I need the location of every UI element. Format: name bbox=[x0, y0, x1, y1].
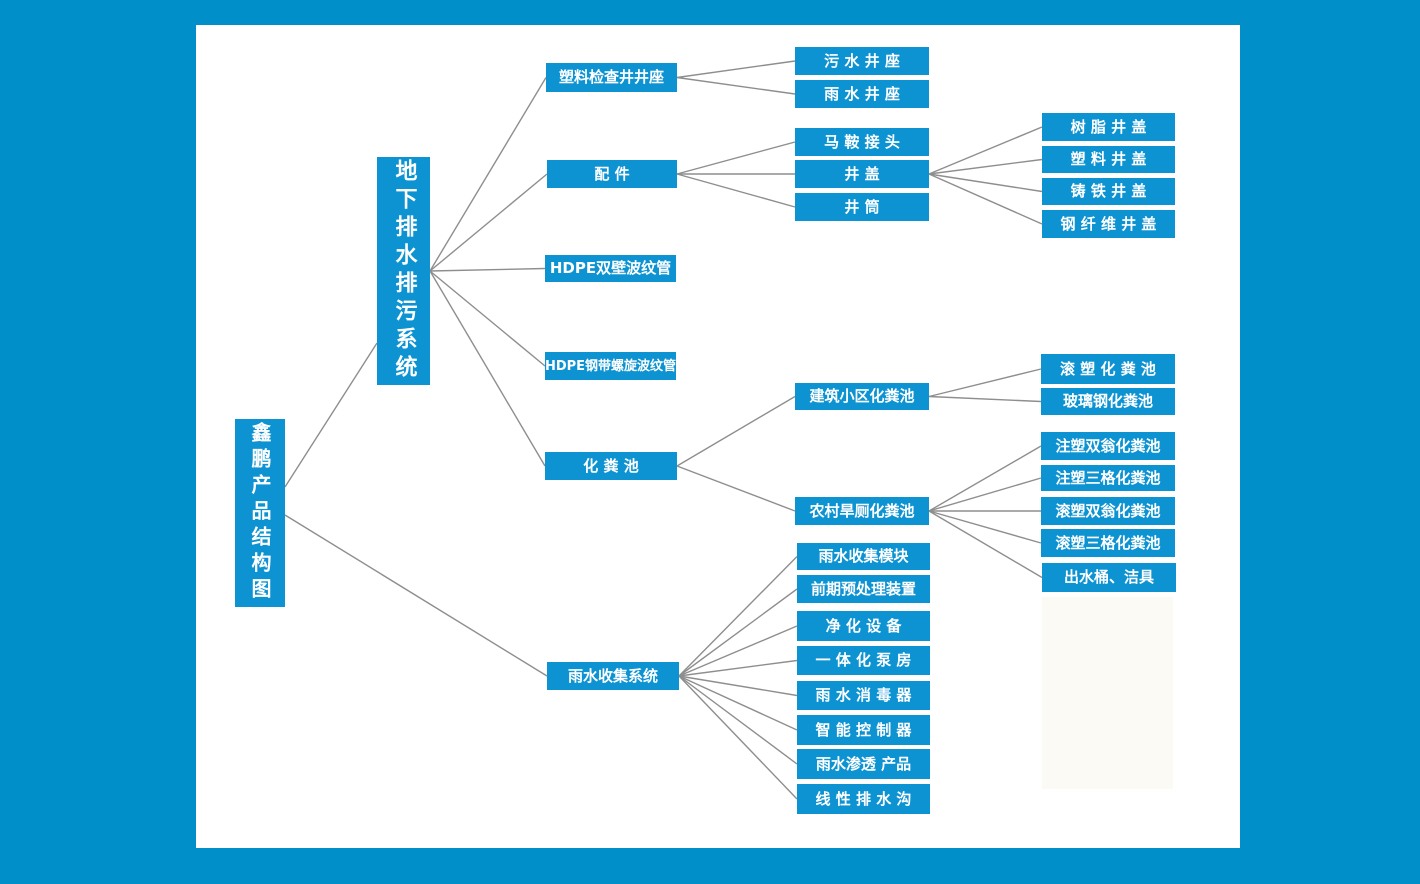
diagram-canvas: 鑫鹏产品结构图 地下排水排污系统 塑料检查井井座配 件 HDPE双壁波纹管 HDPE钢带… bbox=[196, 25, 1240, 848]
diagram-node-gai4: 钢 纤 维 井 盖 bbox=[1042, 210, 1175, 238]
connector-underground-hdpe2 bbox=[429, 270, 546, 367]
connector-yushou-rain6 bbox=[678, 675, 798, 731]
connector-yushou-rain8 bbox=[678, 675, 798, 800]
diagram-node-rain4: 一 体 化 泵 房 bbox=[797, 646, 930, 675]
diagram-node-hfc3: 注塑双翁化粪池 bbox=[1041, 432, 1175, 460]
connector-underground-peijian bbox=[429, 173, 548, 272]
diagram-node-hdpe2: HDPE钢带螺旋波纹管 bbox=[545, 352, 676, 380]
connector-huafenchi-nongcun bbox=[676, 465, 796, 512]
connector-jianzhu-hfc2 bbox=[928, 395, 1042, 403]
connector-yushou-rain5 bbox=[678, 675, 798, 697]
diagram-node-nongcun: 农村旱厕化粪池 bbox=[795, 497, 929, 525]
diagram-node-hfc1: 滚 塑 化 粪 池 bbox=[1041, 354, 1175, 384]
connector-yushou-rain1 bbox=[678, 556, 798, 677]
diagram-node-jianchajing: 塑料检查井井座 bbox=[546, 63, 677, 92]
diagram-node-rain6: 智 能 控 制 器 bbox=[797, 715, 930, 745]
connector-nongcun-hfc6 bbox=[928, 510, 1042, 544]
connector-jinggai-gai3 bbox=[928, 173, 1043, 193]
connector-underground-jianchajing bbox=[429, 77, 547, 272]
diagram-node-hfc4: 注塑三格化粪池 bbox=[1041, 465, 1175, 491]
connector-jianchajing-yushui bbox=[676, 76, 796, 95]
diagram-node-maan: 马 鞍 接 头 bbox=[795, 128, 929, 156]
diagram-node-gai2: 塑 料 井 盖 bbox=[1042, 146, 1175, 173]
connector-yushou-rain3 bbox=[678, 625, 798, 677]
diagram-node-yushou: 雨水收集系统 bbox=[547, 662, 679, 690]
diagram-node-underground: 地下排水排污系统 bbox=[377, 157, 430, 385]
diagram-node-gai3: 铸 铁 井 盖 bbox=[1042, 178, 1175, 205]
diagram-node-rain7: 雨水渗透 产品 bbox=[797, 749, 930, 779]
connector-underground-hdpe1 bbox=[429, 267, 546, 272]
diagram-node-rain8: 线 性 排 水 沟 bbox=[797, 784, 930, 814]
connector-peijian-jingtong bbox=[676, 173, 796, 208]
diagram-node-huafenchi: 化 粪 池 bbox=[545, 452, 677, 480]
connector-huafenchi-jianzhu bbox=[676, 395, 796, 467]
diagram-node-rain1: 雨水收集模块 bbox=[797, 543, 930, 570]
connector-peijian-maan bbox=[676, 141, 796, 175]
connector-yushou-rain7 bbox=[678, 675, 798, 765]
connector-jinggai-gai4 bbox=[928, 173, 1043, 225]
connector-jinggai-gai2 bbox=[928, 158, 1043, 175]
connector-nongcun-hfc3 bbox=[928, 445, 1042, 512]
connector-nongcun-hfc7 bbox=[928, 510, 1043, 579]
diagram-node-wushui: 污 水 井 座 bbox=[795, 47, 929, 75]
diagram-node-rain2: 前期预处理装置 bbox=[797, 575, 930, 603]
diagram-node-jianzhu: 建筑小区化粪池 bbox=[795, 383, 929, 410]
connector-jianzhu-hfc1 bbox=[928, 368, 1042, 398]
connector-nongcun-hfc4 bbox=[928, 477, 1042, 512]
diagram-node-peijian: 配 件 bbox=[547, 160, 677, 188]
connector-underground-huafenchi bbox=[429, 270, 546, 467]
diagram-node-gai1: 树 脂 井 盖 bbox=[1042, 113, 1175, 141]
diagram-node-hfc2: 玻璃钢化粪池 bbox=[1041, 388, 1175, 415]
diagram-node-jinggai: 井 盖 bbox=[795, 160, 929, 188]
connector-root-underground bbox=[284, 342, 378, 488]
diagram-node-jingtong: 井 筒 bbox=[795, 193, 929, 221]
connector-yushou-rain4 bbox=[678, 659, 798, 677]
connector-jinggai-gai1 bbox=[928, 126, 1043, 175]
diagram-node-hfc7: 出水桶、洁具 bbox=[1042, 563, 1176, 592]
diagram-node-yushui: 雨 水 井 座 bbox=[795, 80, 929, 108]
diagram-node-root: 鑫鹏产品结构图 bbox=[235, 419, 285, 607]
connector-root-yushou bbox=[284, 514, 548, 677]
diagram-node-hfc5: 滚塑双翁化粪池 bbox=[1041, 497, 1175, 525]
diagram-node-hfc6: 滚塑三格化粪池 bbox=[1041, 529, 1175, 557]
connector-jianchajing-wushui bbox=[676, 60, 796, 79]
watermark-ghost bbox=[1042, 597, 1173, 789]
diagram-node-hdpe1: HDPE双壁波纹管 bbox=[545, 255, 676, 282]
diagram-node-rain5: 雨 水 消 毒 器 bbox=[797, 681, 930, 710]
connector-yushou-rain2 bbox=[678, 588, 798, 677]
diagram-node-rain3: 净 化 设 备 bbox=[797, 611, 930, 641]
